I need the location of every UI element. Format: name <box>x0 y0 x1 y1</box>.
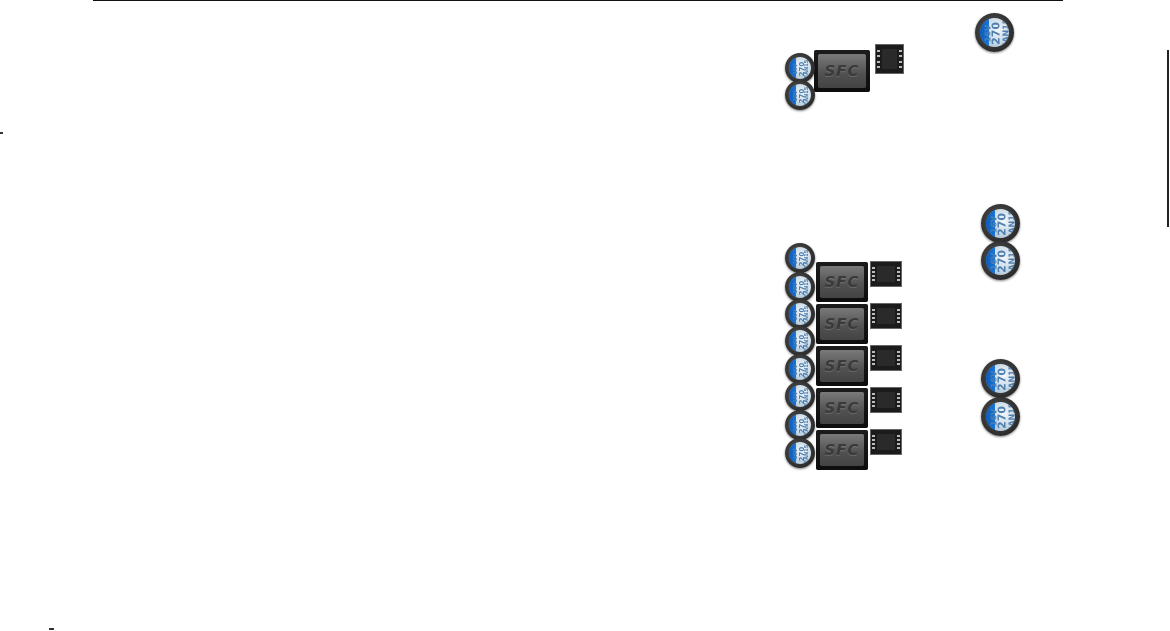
inductor-icon: SFC <box>816 388 868 428</box>
inductor-icon: SFC <box>814 50 870 92</box>
mosfet-icon <box>870 429 902 455</box>
inductor-icon: SFC <box>816 346 868 386</box>
mosfet-icon <box>870 261 902 287</box>
mosfet-icon <box>870 345 902 371</box>
mosfet-icon <box>870 303 902 329</box>
inductor-label: SFC <box>824 62 860 80</box>
inductor-icon: SFC <box>816 262 868 302</box>
left-tick-mark <box>0 132 3 134</box>
mosfet-icon <box>875 44 904 74</box>
bottom-tick-mark <box>49 628 54 630</box>
inductor-label: SFC <box>824 273 860 291</box>
right-border-line <box>1167 50 1169 227</box>
mosfet-icon <box>870 387 902 413</box>
top-border-line <box>93 0 1063 1</box>
inductor-icon: SFC <box>816 304 868 344</box>
inductor-label: SFC <box>824 315 860 333</box>
inductor-label: SFC <box>824 441 860 459</box>
inductor-label: SFC <box>824 399 860 417</box>
inductor-icon: SFC <box>816 430 868 470</box>
inductor-label: SFC <box>824 357 860 375</box>
